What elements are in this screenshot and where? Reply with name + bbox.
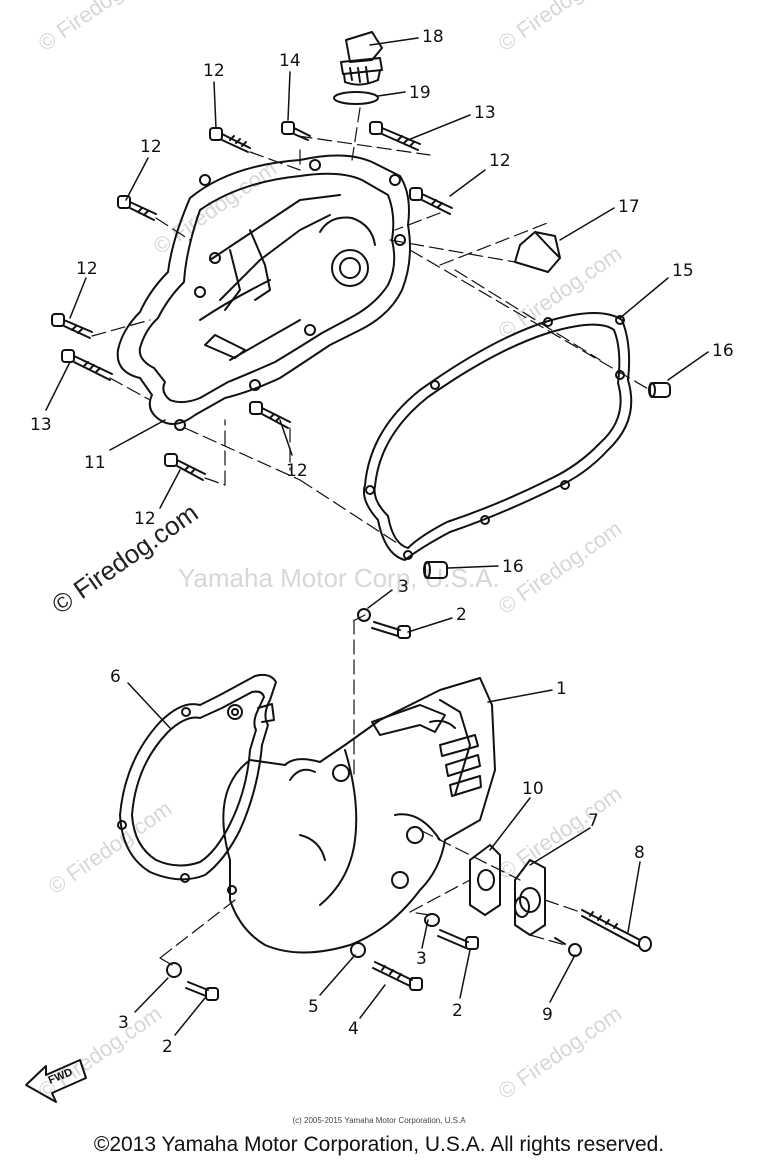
bolt-13-left — [61, 349, 113, 381]
leader-lines — [45, 37, 709, 1036]
watermark-top-right: © Firedog.com — [494, 0, 627, 56]
screw-8 — [581, 909, 652, 952]
callout-1: 1 — [556, 679, 567, 699]
callout-3: 3 — [118, 1013, 129, 1033]
callout-10: 10 — [522, 779, 544, 799]
washer-3-lower-left — [166, 962, 182, 978]
bolt-12-top — [209, 127, 251, 153]
callout-16: 16 — [502, 557, 524, 577]
callout-2: 2 — [162, 1037, 173, 1057]
callout-5: 5 — [308, 997, 319, 1017]
screw-2-upper — [371, 621, 411, 639]
callout-16: 16 — [712, 341, 734, 361]
watermark-top-left: © Firedog.com — [34, 0, 167, 56]
callout-12: 12 — [203, 61, 225, 81]
oil-filler-cap — [340, 31, 383, 86]
bolt-12-bottom — [164, 453, 206, 481]
callout-18: 18 — [422, 27, 444, 47]
callout-6: 6 — [110, 667, 121, 687]
callout-7: 7 — [588, 811, 599, 831]
screw-4 — [372, 961, 423, 991]
callout-13: 13 — [30, 415, 52, 435]
dowel-pin-lower — [423, 561, 448, 579]
bolts-upper — [51, 121, 453, 481]
callout-numbers: 18 19 14 12 13 12 12 12 17 15 16 13 11 1… — [30, 27, 734, 1057]
small-cover-plate — [514, 859, 546, 936]
footer-copyright-small: (c) 2005-2015 Yamaha Motor Corporation, … — [292, 1116, 466, 1125]
watermark-lower-right: © Firedog.com — [494, 781, 627, 884]
assembly-lines-upper — [91, 107, 651, 546]
screw-2-lower-right — [437, 929, 479, 950]
dowel-pin-upper — [648, 382, 671, 398]
bolt-12-right — [409, 187, 453, 215]
watermark-bottom-left: © Firedog.com — [34, 1001, 167, 1104]
watermark-bottom-right: © Firedog.com — [494, 1001, 627, 1104]
callout-12: 12 — [489, 151, 511, 171]
assembly-lines-lower — [159, 614, 581, 966]
callout-3: 3 — [416, 949, 427, 969]
crankcase-gasket — [117, 673, 277, 883]
callout-15: 15 — [672, 261, 694, 281]
callout-14: 14 — [279, 51, 301, 71]
callout-12: 12 — [134, 509, 156, 529]
watermark-mid-left: © Firedog.com — [149, 156, 282, 259]
bolt-12-left-1 — [117, 195, 157, 221]
callout-3: 3 — [398, 577, 409, 597]
callout-2: 2 — [456, 605, 467, 625]
screw-9 — [554, 937, 582, 957]
callout-17: 17 — [618, 197, 640, 217]
callout-12: 12 — [140, 137, 162, 157]
bolt-12-mid — [249, 401, 291, 429]
footer-copyright: ©2013 Yamaha Motor Corporation, U.S.A. A… — [93, 1133, 665, 1156]
washer-3-lower-right — [424, 913, 440, 927]
callout-2: 2 — [452, 1001, 463, 1021]
bolt-12-left-2 — [51, 313, 93, 339]
bolt-13-top — [369, 121, 421, 151]
callout-9: 9 — [542, 1005, 553, 1025]
cover-gasket — [362, 312, 633, 561]
crankcase-cover-left — [222, 677, 496, 954]
clip-part-17 — [514, 231, 561, 273]
crankcase-cover — [116, 154, 411, 431]
callout-13: 13 — [474, 103, 496, 123]
o-ring — [333, 91, 379, 105]
callout-12: 12 — [76, 259, 98, 279]
callout-11: 11 — [84, 453, 106, 473]
callout-19: 19 — [409, 83, 431, 103]
watermark-firedog-diagonal: © Firedog.com — [46, 497, 203, 620]
washer-3-upper — [357, 608, 371, 622]
washer-5 — [350, 942, 366, 958]
cover-gasket-small — [469, 844, 501, 916]
fwd-arrow — [25, 1059, 87, 1103]
callout-8: 8 — [634, 843, 645, 863]
screw-2-lower-left — [185, 981, 219, 1001]
callout-4: 4 — [348, 1019, 359, 1039]
callout-12: 12 — [286, 461, 308, 481]
watermark-lower-left: © Firedog.com — [44, 796, 177, 899]
